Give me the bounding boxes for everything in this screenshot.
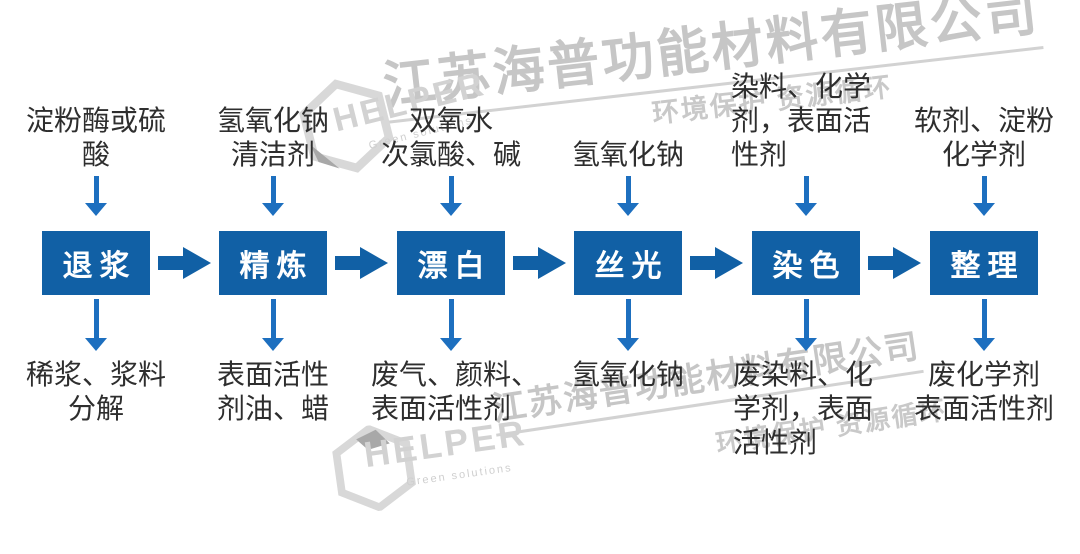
process-step-box: 整理 <box>930 231 1038 295</box>
down-arrow-icon <box>617 299 639 351</box>
process-step-box: 染色 <box>752 231 860 295</box>
arrow-stem <box>981 176 987 203</box>
process-output-label: 表面活性 剂油、蜡 <box>216 359 329 424</box>
arrow-head <box>715 247 743 279</box>
arrow-head <box>262 203 284 216</box>
arrow-head <box>973 338 995 351</box>
down-arrow-icon <box>440 176 462 216</box>
arrow-stem <box>981 299 987 338</box>
logo-subtext: Green solutions <box>405 461 514 489</box>
arrow-stem <box>448 176 454 203</box>
flow-arrow-icon <box>335 247 388 279</box>
arrow-head <box>85 338 107 351</box>
arrow-head <box>795 203 817 216</box>
arrow-head <box>360 247 388 279</box>
process-step-box: 退浆 <box>42 231 150 295</box>
arrow-head <box>440 338 462 351</box>
down-arrow-icon <box>85 176 107 216</box>
arrow-tail <box>158 256 184 270</box>
arrow-stem <box>270 299 276 338</box>
arrow-tail <box>690 256 716 270</box>
process-step-name: 退浆 <box>62 250 137 283</box>
process-step-name: 染色 <box>772 250 847 283</box>
arrow-tail <box>513 256 539 270</box>
hexagon-wedge <box>356 429 390 450</box>
arrow-head <box>617 338 639 351</box>
process-output-label: 废染料、化 学剂，表面 活性剂 <box>733 359 874 458</box>
process-input-label: 氢氧化钠 清洁剂 <box>216 105 329 170</box>
arrow-head <box>538 247 566 279</box>
arrow-head <box>183 247 211 279</box>
arrow-stem <box>803 299 809 338</box>
arrow-head <box>440 203 462 216</box>
arrow-stem <box>270 176 276 203</box>
process-output-label: 废气、颜料、 表面活性剂 <box>371 359 540 424</box>
arrow-head <box>85 203 107 216</box>
process-input-label: 淀粉酶或硫 酸 <box>25 105 166 170</box>
flow-arrow-icon <box>513 247 566 279</box>
flow-arrow-icon <box>868 247 921 279</box>
arrow-head <box>262 338 284 351</box>
hexagon-outline <box>332 424 416 512</box>
process-step-box: 丝光 <box>574 231 682 295</box>
down-arrow-icon <box>973 299 995 351</box>
arrow-stem <box>625 176 631 203</box>
arrow-head <box>795 338 817 351</box>
arrow-stem <box>448 299 454 338</box>
process-step-box: 精炼 <box>219 231 327 295</box>
down-arrow-icon <box>617 176 639 216</box>
down-arrow-icon <box>973 176 995 216</box>
arrow-stem <box>93 176 99 203</box>
process-step-name: 漂白 <box>417 250 492 283</box>
arrow-stem <box>625 299 631 338</box>
process-input-label: 染料、化学 剂，表面活 性剂 <box>731 71 872 170</box>
process-step-name: 丝光 <box>594 250 669 283</box>
down-arrow-icon <box>795 299 817 351</box>
down-arrow-icon <box>85 299 107 351</box>
process-output-label: 稀浆、浆料 分解 <box>25 359 166 424</box>
down-arrow-icon <box>262 299 284 351</box>
process-input-label: 双氧水 次氯酸、碱 <box>380 105 521 170</box>
process-step-name: 整理 <box>950 250 1025 283</box>
process-input-label: 氢氧化钠 <box>571 139 684 170</box>
process-step-name: 精炼 <box>239 250 314 283</box>
process-output-label: 氢氧化钠 <box>571 359 684 390</box>
flow-arrow-icon <box>690 247 743 279</box>
hexagon-icon <box>332 424 416 512</box>
flow-arrow-icon <box>158 247 211 279</box>
arrow-stem <box>93 299 99 338</box>
down-arrow-icon <box>440 299 462 351</box>
arrow-tail <box>335 256 361 270</box>
arrow-stem <box>803 176 809 203</box>
arrow-head <box>617 203 639 216</box>
process-step-box: 漂白 <box>397 231 505 295</box>
arrow-head <box>893 247 921 279</box>
down-arrow-icon <box>795 176 817 216</box>
arrow-tail <box>868 256 894 270</box>
process-output-label: 废化学剂 表面活性剂 <box>913 359 1054 424</box>
process-input-label: 软剂、淀粉 化学剂 <box>913 105 1054 170</box>
arrow-head <box>973 203 995 216</box>
down-arrow-icon <box>262 176 284 216</box>
